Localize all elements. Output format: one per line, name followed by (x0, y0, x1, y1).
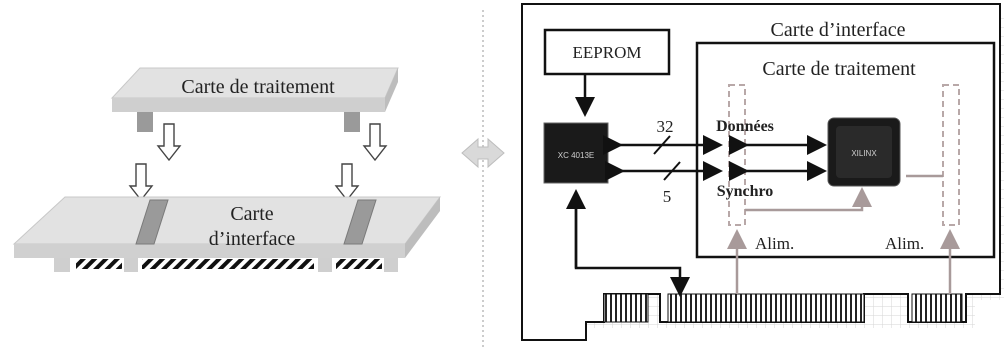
top-left-connector (137, 112, 153, 132)
interface-board-label-line1: Carte (230, 203, 273, 225)
edge-contacts (76, 259, 122, 269)
power-label-right: Alim. (885, 234, 924, 253)
processing-card-title: Carte de traitement (762, 58, 916, 80)
processing-board-label: Carte de traitement (181, 76, 335, 98)
pci-connector-right (911, 293, 963, 323)
dashed-connector-right (942, 84, 960, 226)
edge-contacts (142, 259, 314, 269)
chip-left-text: XC 4013E (558, 151, 594, 160)
pci-connector-left (603, 293, 649, 323)
edge-contacts (336, 259, 382, 269)
fpga-chip-left: XC 4013E (543, 122, 609, 184)
fpga-chip-right: XILINX (827, 117, 901, 187)
right-block-diagram: Carte d’interface Carte de traitement EE… (521, 3, 1004, 341)
sync-label: Synchro (717, 183, 774, 200)
chip-right-text: XILINX (851, 149, 877, 158)
dashed-connector-left (728, 84, 746, 226)
socket-right (343, 199, 377, 245)
bus-width-sync: 5 (663, 187, 672, 206)
down-arrow-icon (128, 163, 154, 202)
interface-board-label-line2: d’interface (209, 228, 296, 250)
data-bus (603, 135, 827, 181)
power-lines (727, 174, 960, 294)
assembly-arrows (128, 123, 388, 202)
down-arrow-icon (156, 123, 182, 162)
processing-board-3d: Carte de traitement (110, 67, 399, 132)
interface-card-title: Carte d’interface (771, 19, 906, 41)
data-label: Données (716, 118, 774, 135)
top-right-connector (344, 112, 360, 132)
down-arrow-icon (362, 123, 388, 162)
left-3d-diagram: Carte de traitement (12, 67, 441, 272)
pci-connector-main (667, 293, 865, 323)
eeprom-label: EEPROM (573, 43, 642, 62)
equivalence-arrow-icon (461, 137, 505, 169)
bus-width-data: 32 (657, 117, 674, 136)
socket-left (135, 199, 169, 245)
eeprom-box (543, 28, 671, 76)
down-arrow-icon (334, 163, 360, 202)
interface-board-3d: Carte d’interface (12, 196, 441, 272)
power-label-left: Alim. (755, 234, 794, 253)
